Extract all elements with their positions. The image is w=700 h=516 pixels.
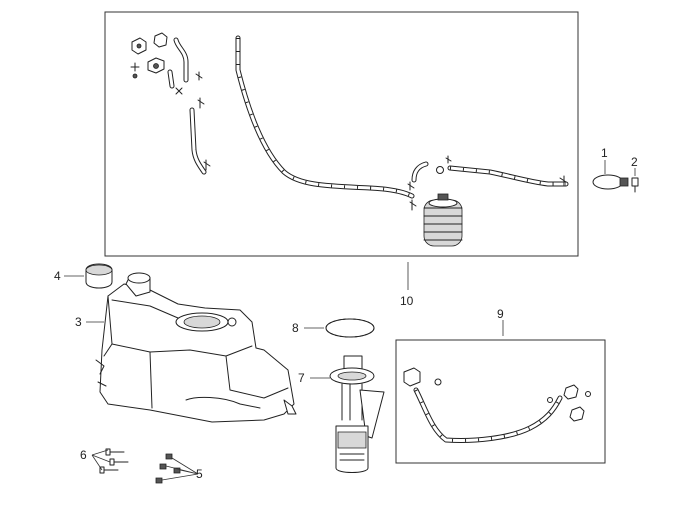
fuel-line-connectors bbox=[403, 367, 591, 422]
fuel-pump-assembly bbox=[329, 355, 385, 473]
leader-6 bbox=[91, 449, 111, 471]
vent-hose-short bbox=[167, 37, 211, 175]
vent-hose-long bbox=[235, 35, 415, 199]
callout-8: 8 bbox=[292, 321, 299, 335]
leader-5 bbox=[161, 457, 199, 481]
callout-3: 3 bbox=[75, 315, 82, 329]
callout-9: 9 bbox=[497, 307, 504, 321]
vent-hose-right bbox=[407, 155, 569, 211]
fuel-line-hose bbox=[413, 387, 563, 443]
vent-bracket-clip bbox=[130, 32, 168, 79]
pump-locking-ring bbox=[325, 318, 375, 338]
group-frame-9 bbox=[395, 339, 606, 464]
callout-4: 4 bbox=[54, 269, 61, 283]
callout-5: 5 bbox=[196, 467, 203, 481]
callout-2: 2 bbox=[631, 155, 638, 169]
clamp-screw bbox=[631, 177, 639, 193]
canister-bellows bbox=[423, 193, 463, 247]
callout-6: 6 bbox=[80, 448, 87, 462]
callout-7: 7 bbox=[298, 371, 305, 385]
fuel-tank bbox=[95, 272, 297, 423]
tank-bolts bbox=[99, 448, 129, 474]
callout-1: 1 bbox=[601, 146, 608, 160]
callout-10: 10 bbox=[400, 294, 414, 308]
group-frame-10 bbox=[104, 11, 579, 257]
fuel-cap bbox=[85, 263, 113, 289]
hose-clamp bbox=[592, 174, 629, 190]
